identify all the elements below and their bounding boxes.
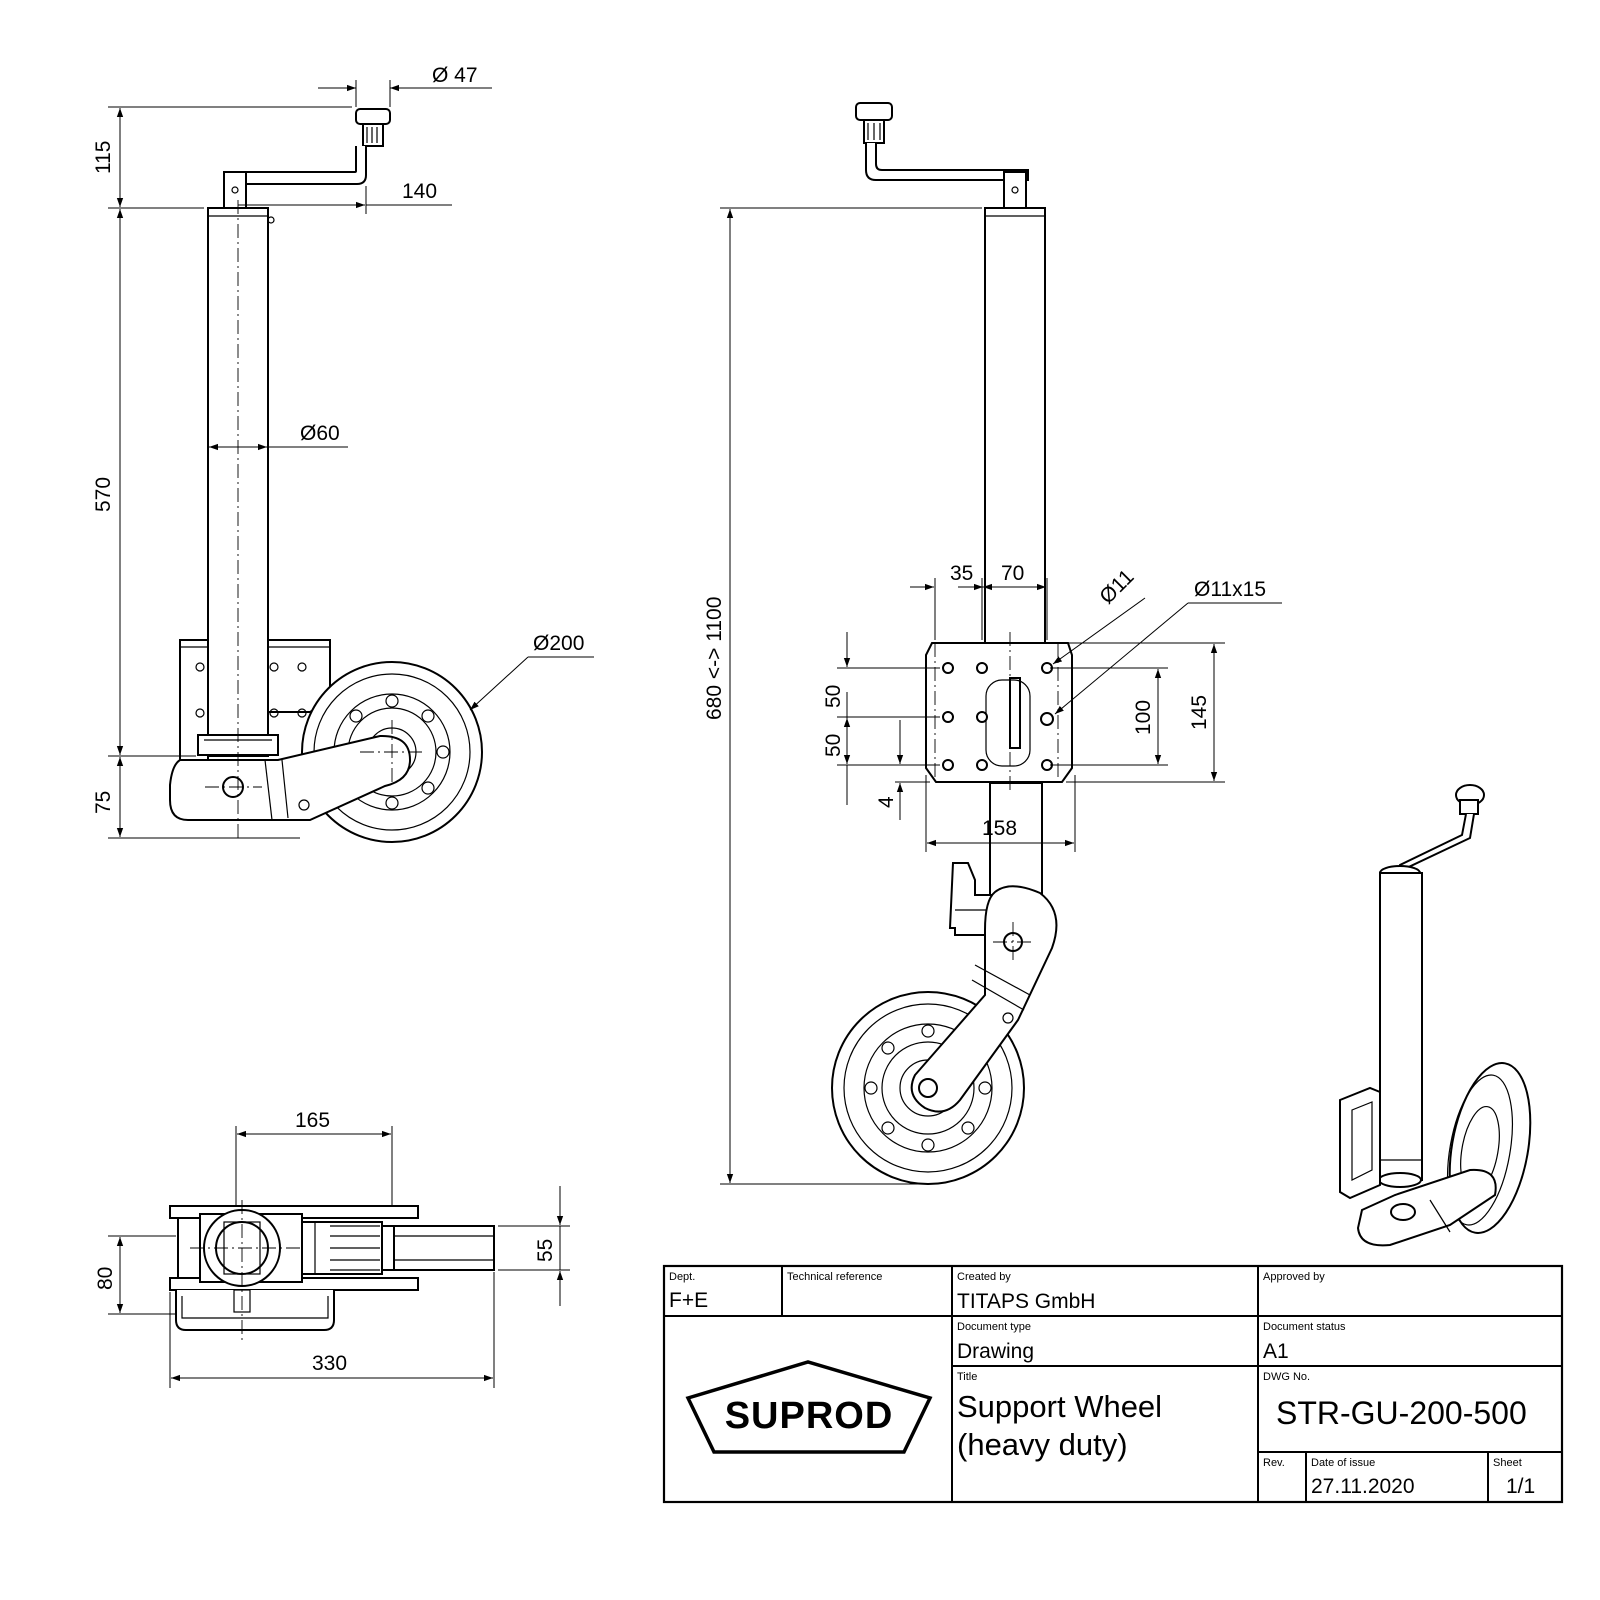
tb-dwg-no-label: DWG No. [1263,1371,1310,1383]
tb-doc-type-value: Drawing [957,1340,1034,1363]
dim-tube-dia: Ø60 [300,422,340,445]
main-tube-front [984,207,1046,644]
crank-arm-front [865,143,1029,181]
tb-title-line1: Support Wheel [957,1389,1162,1424]
tb-date-label: Date of issue [1311,1457,1375,1469]
dim-base-height: 75 [92,791,115,814]
swivel-arm-side [169,734,412,821]
mount-bracket [179,639,331,761]
crank-knob [355,108,391,147]
dim-crank-height: 115 [92,141,115,174]
dim-plate-width: 158 [982,817,1017,840]
tb-sheet-label: Sheet [1493,1457,1522,1469]
isometric-view [1339,784,1532,1247]
dim-top-55: 55 [534,1239,557,1262]
dim-plate-35: 35 [950,562,973,585]
dim-pitch-50-bottom: 50 [822,734,845,757]
dim-crank-length: 140 [402,180,437,203]
tb-dwg-no-value: STR-GU-200-500 [1276,1395,1527,1431]
tb-date-value: 27.11.2020 [1311,1475,1415,1498]
dim-pitch-100: 100 [1132,700,1155,735]
swing-arm-front [910,885,1058,1113]
dim-handle-dia: Ø 47 [432,64,478,87]
suprod-logo: SUPROD [685,1360,933,1454]
dim-offset-4: 4 [875,796,898,808]
dim-top-165: 165 [295,1109,330,1132]
dim-plate-70: 70 [1001,562,1024,585]
side-view: Ø 47 115 140 570 Ø60 Ø200 75 [92,64,594,843]
tb-created-by-label: Created by [957,1271,1011,1283]
tb-dept-value: F+E [669,1289,708,1312]
front-view: 680 <-> 1100 35 70 Ø11 Ø11x15 50 50 4 [703,102,1282,1185]
tb-title-label: Title [957,1371,977,1383]
tb-approved-by-label: Approved by [1263,1271,1325,1283]
tb-sheet-value: 1/1 [1506,1475,1535,1498]
crank-arm [241,146,367,185]
dim-total-height: 680 <-> 1100 [703,597,726,720]
tb-created-by-value: TITAPS GmbH [957,1290,1095,1313]
tb-dept-label: Dept. [669,1271,695,1283]
dim-plate-height: 145 [1188,695,1211,730]
dim-hole-dia: Ø11 [1095,565,1138,608]
tb-rev-label: Rev. [1263,1457,1285,1469]
dim-slot: Ø11x15 [1194,578,1266,601]
dim-top-330: 330 [312,1352,347,1375]
tb-tech-ref-label: Technical reference [787,1271,882,1283]
tb-doc-status-value: A1 [1263,1340,1289,1363]
title-block: Dept. F+E Technical reference Created by… [662,1264,1564,1504]
dim-wheel-dia: Ø200 [533,632,584,655]
dim-top-80: 80 [94,1267,117,1290]
dim-pitch-50-top: 50 [822,685,845,708]
tb-doc-type-label: Document type [957,1321,1031,1333]
mounting-plate [925,632,1073,790]
logo-text: SUPROD [725,1395,894,1437]
tb-doc-status-label: Document status [1263,1321,1346,1333]
dim-tube-length: 570 [92,477,115,512]
tb-title-line2: (heavy duty) [957,1427,1128,1462]
top-view: 165 80 55 330 [94,1109,570,1388]
